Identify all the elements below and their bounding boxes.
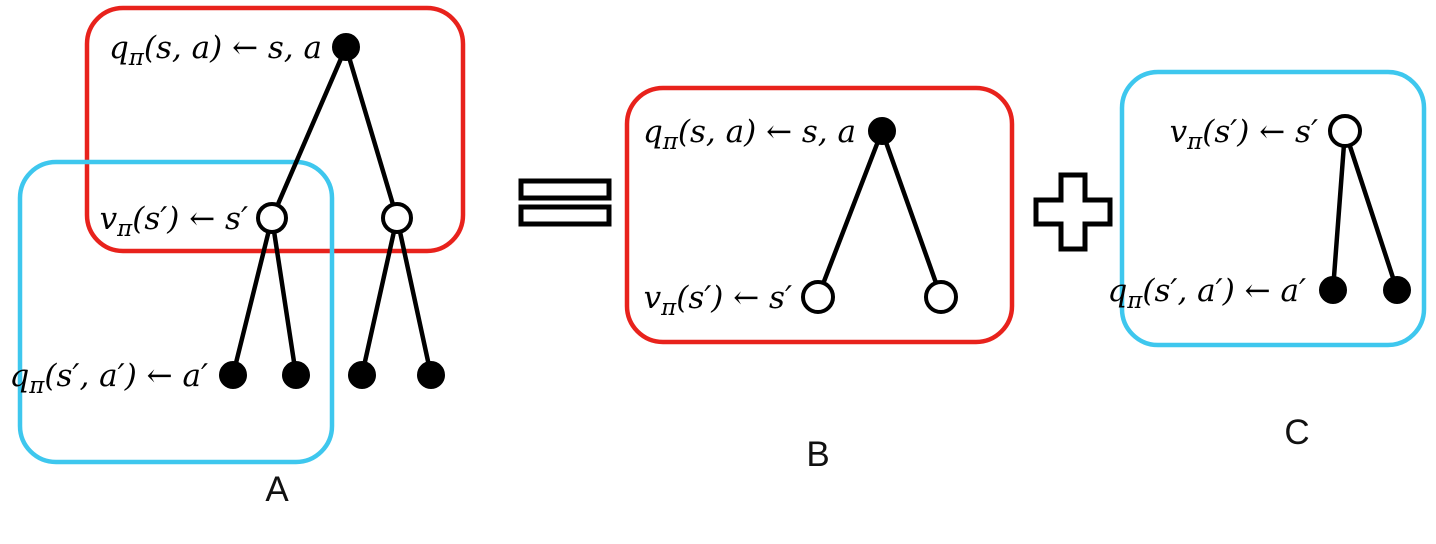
math-var: v xyxy=(644,280,662,316)
math-sub: π xyxy=(116,216,133,242)
math-var: v xyxy=(100,201,118,237)
math-rest: (s′) ← s′ xyxy=(132,201,248,237)
math-var: v xyxy=(1170,114,1188,150)
tree-edge xyxy=(815,128,885,300)
tree-edge xyxy=(230,215,275,378)
panel-a-mid-label: vπ(s′) ← s′ xyxy=(100,201,248,242)
math-rest: (s′) ← s′ xyxy=(1202,114,1318,150)
panel-b-letter: B xyxy=(806,435,829,474)
state-node xyxy=(381,202,413,234)
panel-c: vπ(s′) ← s′ qπ(s′, a′) ← a′ C xyxy=(1107,69,1427,452)
action-node xyxy=(868,117,896,145)
math-sub: π xyxy=(128,45,145,71)
action-node xyxy=(1383,276,1411,304)
panel-b-root-label: qπ(s, a) ← s, a xyxy=(643,114,856,155)
math-sub: π xyxy=(660,295,677,321)
math-rest: (s′) ← s′ xyxy=(676,280,792,316)
action-node xyxy=(332,33,360,61)
math-rest: (s, a) ← s, a xyxy=(678,114,856,150)
equals-top-bar xyxy=(518,178,612,201)
action-node xyxy=(348,361,376,389)
tree-edge xyxy=(1342,128,1400,293)
plus-cross xyxy=(1033,172,1113,252)
plus-icon xyxy=(1033,172,1113,252)
state-node xyxy=(256,202,288,234)
action-node xyxy=(219,361,247,389)
math-var: q xyxy=(643,114,663,150)
math-var: q xyxy=(9,358,29,394)
math-rest: (s′, a′) ← a′ xyxy=(44,358,208,394)
panel-a-cyan-box xyxy=(17,159,335,465)
math-sub: π xyxy=(662,129,679,155)
math-sub: π xyxy=(1186,129,1203,155)
panel-b-red-box xyxy=(624,85,1015,345)
panel-b-leaf-label: vπ(s′) ← s′ xyxy=(644,280,792,321)
tree-edge xyxy=(1330,128,1348,293)
math-rest: (s′, a′) ← a′ xyxy=(1142,273,1306,309)
panel-c-letter: C xyxy=(1284,413,1309,452)
panel-b: qπ(s, a) ← s, a vπ(s′) ← s′ B xyxy=(624,85,1015,474)
action-node xyxy=(1319,276,1347,304)
panel-a: qπ(s, a) ← s, a vπ(s′) ← s′ qπ(s′, a′) ←… xyxy=(9,5,466,509)
panel-a-leaf-label: qπ(s′, a′) ← a′ xyxy=(9,358,208,399)
action-node xyxy=(417,361,445,389)
panel-c-root-label: vπ(s′) ← s′ xyxy=(1170,114,1318,155)
math-sub: π xyxy=(1126,288,1143,314)
action-node xyxy=(282,361,310,389)
tree-edge xyxy=(879,128,944,300)
tree-edge xyxy=(269,44,349,221)
math-rest: (s, a) ← s, a xyxy=(144,30,322,66)
tree-edge xyxy=(394,215,434,378)
panel-a-root-label: qπ(s, a) ← s, a xyxy=(109,30,322,71)
tree-edge xyxy=(359,215,400,378)
panel-a-letter: A xyxy=(265,470,289,509)
math-var: q xyxy=(1107,273,1127,309)
state-node xyxy=(924,280,958,314)
panel-c-cyan-box xyxy=(1119,69,1427,348)
equals-bottom-bar xyxy=(518,204,612,227)
tree-edge xyxy=(269,215,299,378)
panel-c-leaf-label: qπ(s′, a′) ← a′ xyxy=(1107,273,1306,314)
equals-icon xyxy=(518,178,612,227)
state-node xyxy=(1328,114,1362,148)
math-sub: π xyxy=(28,373,45,399)
state-node xyxy=(801,280,835,314)
tree-edge xyxy=(343,44,400,221)
math-var: q xyxy=(109,30,129,66)
